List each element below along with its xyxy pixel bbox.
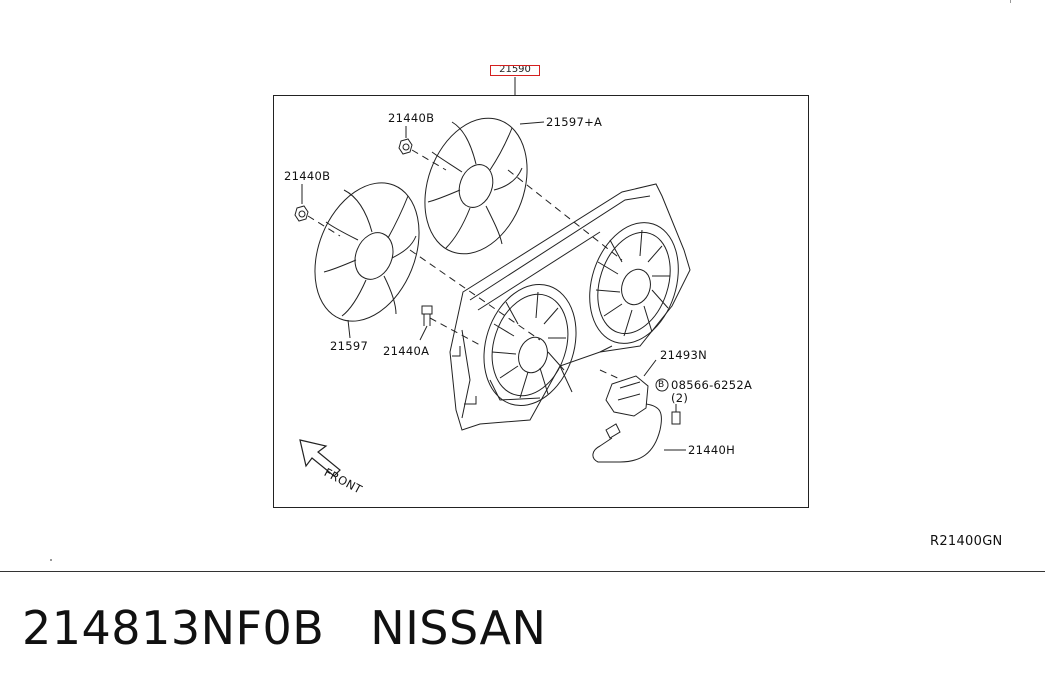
reference-code: R21400GN <box>930 534 1003 549</box>
callout-21597: 21597 <box>330 339 369 353</box>
fan-assembly-drawing <box>294 77 691 477</box>
callout-21597a: 21597+A <box>546 115 603 129</box>
fan-blade-upper <box>424 117 528 255</box>
callout-21440b-left: 21440B <box>284 169 331 183</box>
bolt-21440a <box>419 305 433 341</box>
callout-21493n: 21493N <box>660 348 707 362</box>
callout-21440a: 21440A <box>383 344 430 358</box>
callout-leaders <box>301 121 545 339</box>
fan-resistor-harness <box>592 359 686 463</box>
drawing-frame <box>273 95 809 508</box>
front-arrow-icon <box>299 439 341 477</box>
part-number: 214813NF0B <box>22 601 325 655</box>
bolt-marker-circle <box>655 378 669 392</box>
footer: 214813NF0B NISSAN <box>22 600 546 656</box>
alignment-lines <box>307 149 623 381</box>
callout-08566: 08566-6252A <box>671 378 753 392</box>
fan-shroud <box>449 183 691 431</box>
parts-diagram: 21590 21440B 21597+A 21440B 21597 21440A… <box>50 0 1011 561</box>
callout-21440h: 21440H <box>688 443 736 457</box>
callout-21440b-top: 21440B <box>388 111 435 125</box>
scan-dot <box>50 559 52 561</box>
callout-bolt-marker: B <box>658 380 665 390</box>
nut-left <box>294 205 309 222</box>
assembly-label[interactable]: 21590 <box>490 65 540 76</box>
nut-upper <box>398 138 413 155</box>
scan-tick <box>1010 0 1011 3</box>
callout-qty: (2) <box>671 391 689 405</box>
brand-name: NISSAN <box>370 601 547 655</box>
footer-divider <box>0 571 1045 572</box>
fan-blade-lower <box>314 182 420 322</box>
